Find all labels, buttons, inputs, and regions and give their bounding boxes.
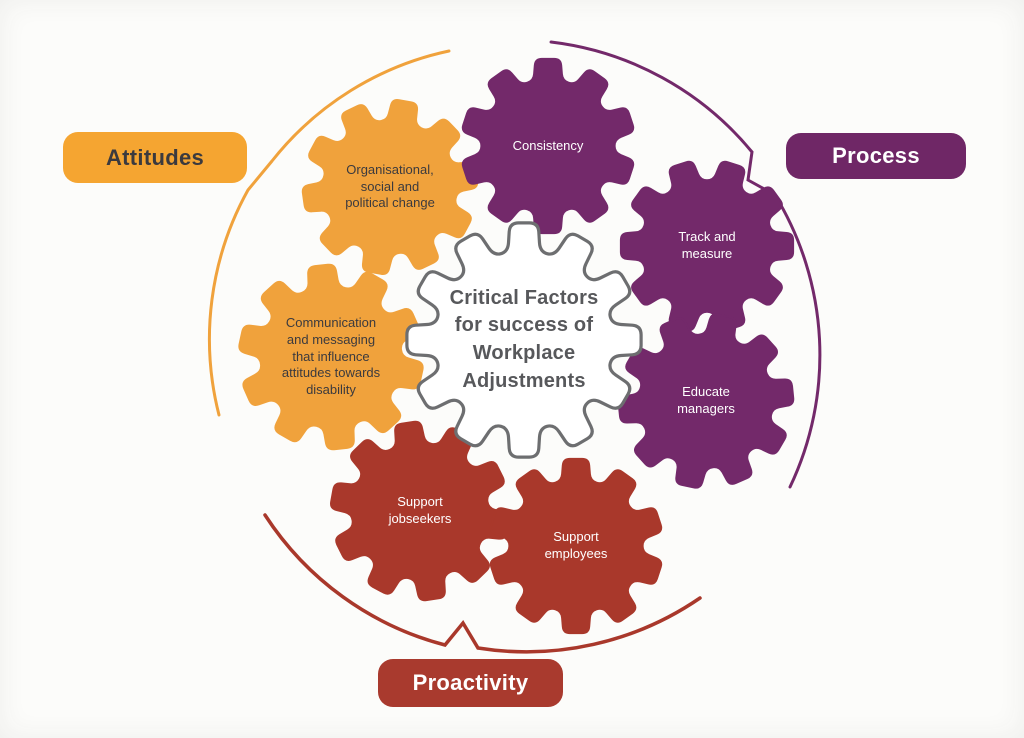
gear-shape bbox=[461, 57, 635, 235]
gear-shape bbox=[617, 313, 795, 489]
process-category-label: Process bbox=[786, 133, 966, 179]
proactivity-arc bbox=[263, 513, 702, 654]
center-gear: Critical Factors for success of Workplac… bbox=[398, 214, 650, 466]
gear-shape bbox=[238, 263, 424, 451]
gear-shape bbox=[301, 99, 479, 275]
gear-support-employees: Support employees bbox=[480, 450, 672, 642]
center-gear-shape bbox=[405, 221, 643, 459]
proactivity-category-label: Proactivity bbox=[378, 659, 563, 707]
attitudes-category-label: Attitudes bbox=[63, 132, 247, 183]
attitudes-arc bbox=[207, 49, 451, 417]
gear-shape bbox=[489, 457, 663, 635]
gear-shape bbox=[619, 160, 795, 332]
